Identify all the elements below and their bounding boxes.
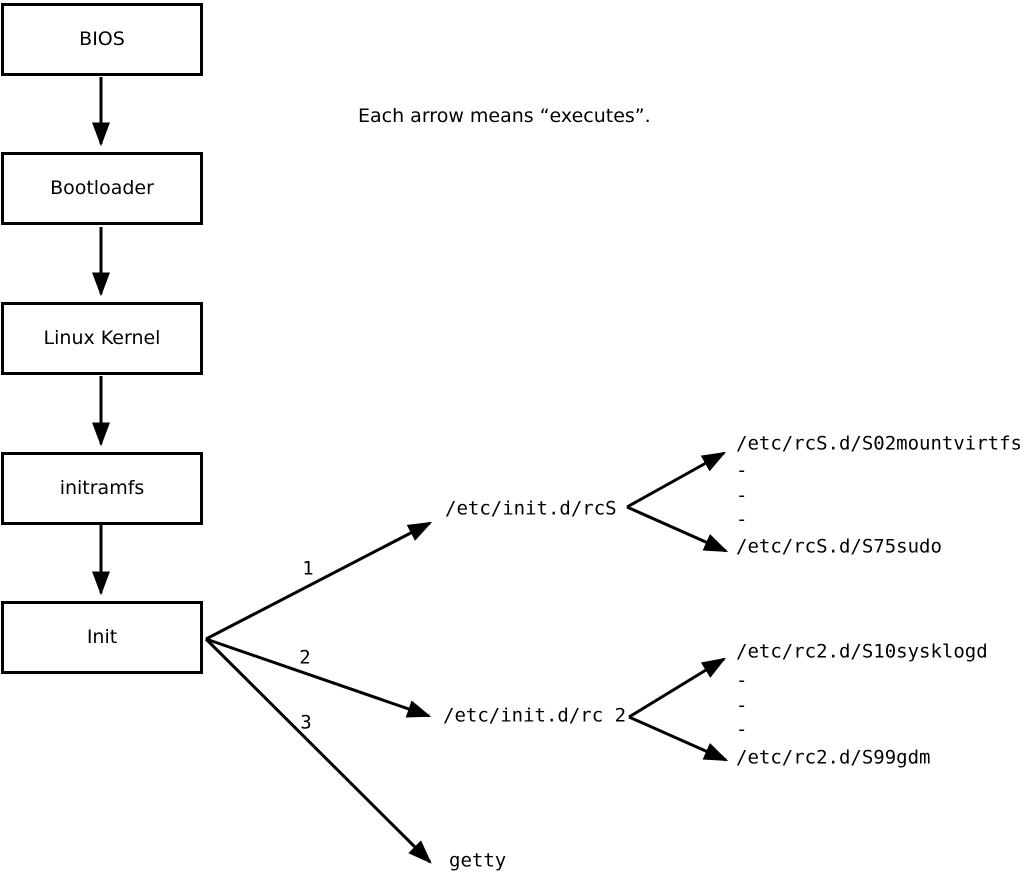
rcs-ellipsis-dash-2: - [736, 484, 748, 507]
arrow-rc2-to-s99gdm [628, 715, 729, 762]
rc2-ellipsis-dash-1: - [736, 669, 748, 692]
node-init-label: Init [86, 626, 118, 648]
node-s10sysklogd: /etc/rc2.d/S10sysklogd [736, 640, 988, 663]
node-bios: BIOS [1, 3, 203, 76]
node-s02mountvirtfs: /etc/rcS.d/S02mountvirtfs [736, 432, 1022, 455]
arrow-rcs-to-s75sudo [626, 505, 729, 553]
arrow-label-1: 1 [302, 557, 314, 580]
node-getty: getty [449, 849, 507, 872]
node-linux-kernel: Linux Kernel [1, 302, 203, 375]
legend-note: Each arrow means “executes”. [358, 105, 651, 127]
arrow-label-3: 3 [300, 711, 312, 734]
node-bootloader: Bootloader [1, 152, 203, 225]
node-s99gdm: /etc/rc2.d/S99gdm [736, 746, 931, 769]
rc2-ellipsis-dash-2: - [736, 694, 748, 717]
node-linux-kernel-label: Linux Kernel [43, 327, 161, 349]
arrow-init-to-getty [204, 637, 432, 864]
node-bootloader-label: Bootloader [50, 177, 154, 199]
node-initramfs-label: initramfs [59, 477, 145, 499]
rcs-ellipsis-dash-3: - [736, 508, 748, 531]
arrow-rcs-to-s02mountvirtfs [626, 451, 727, 509]
node-rc2: /etc/init.d/rc 2 [443, 704, 627, 727]
rc2-ellipsis-dash-3: - [736, 718, 748, 741]
arrow-init-to-rcs [205, 521, 433, 641]
node-bios-label: BIOS [79, 28, 125, 50]
node-s75sudo: /etc/rcS.d/S75sudo [736, 535, 942, 558]
node-init: Init [1, 601, 203, 674]
node-initramfs: initramfs [1, 452, 203, 525]
arrow-label-2: 2 [299, 646, 311, 669]
arrow-init-to-rc2 [205, 637, 432, 718]
arrow-rc2-to-s10sysklogd [628, 657, 727, 719]
rcs-ellipsis-dash-1: - [736, 459, 748, 482]
node-rcs: /etc/init.d/rcS [445, 497, 617, 520]
